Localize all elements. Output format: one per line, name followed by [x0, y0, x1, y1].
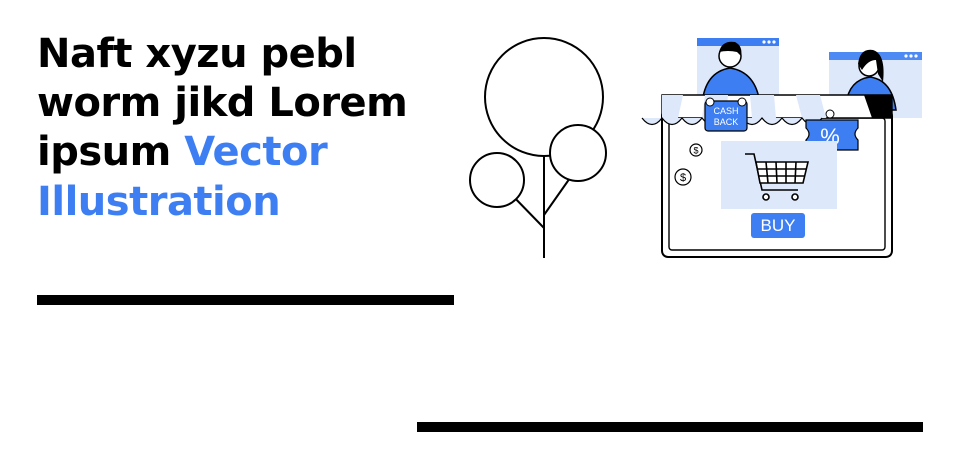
cashback-line-2: BACK	[714, 117, 739, 127]
cashback-tag: CASH BACK	[704, 97, 748, 132]
divider-bar-bottom	[417, 422, 923, 432]
headline-line-3: ipsum	[37, 129, 171, 176]
buy-button[interactable]: BUY	[751, 213, 805, 238]
coin-symbol-2: $	[680, 172, 686, 184]
headline-accent-1: Vector	[184, 129, 328, 176]
shopping-cart-icon	[745, 153, 810, 201]
coin-icon: $ $	[674, 143, 703, 186]
buy-button-label: BUY	[761, 216, 796, 235]
headline-line-1: Naft xyzu pebl	[37, 31, 357, 77]
headline: Naft xyzu pebl worm jikd Lorem ipsum Vec…	[37, 30, 457, 227]
cashback-line-1: CASH	[713, 106, 738, 116]
coin-symbol-1: $	[693, 146, 698, 156]
divider-bar-top	[37, 295, 454, 305]
headline-line-2: worm jikd Lorem	[37, 80, 408, 127]
headline-accent-2: Illustration	[37, 178, 281, 225]
